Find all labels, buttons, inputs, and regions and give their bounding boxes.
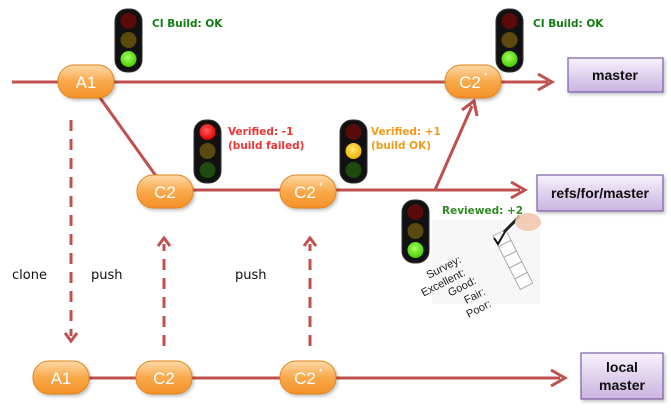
status-verified-c2-line2: (build failed) [228,140,304,152]
commit-label-sup: * [484,71,488,81]
commit-label-sup: * [319,181,323,191]
master-arrowhead [537,72,556,92]
status-ci-a1: CI Build: OK [152,18,223,30]
commit-label: A1 [76,73,97,92]
branch-to-review-line [96,94,158,177]
status-verified-c2-star-line2: (build OK) [371,140,431,152]
ref-label-line1: local [606,359,638,375]
status-ci-c2-star: CI Build: OK [533,18,604,30]
commit-label: A1 [51,369,72,388]
status-reviewed: Reviewed: +2 [442,205,523,217]
traffic-light-icon [401,199,430,264]
ref-label: master [592,67,638,83]
commit-node-local-c2[interactable]: C2 [135,360,193,395]
commit-node-master-a1[interactable]: A1 [57,64,115,99]
push1-label: push [91,268,123,283]
traffic-light-icon [495,8,524,73]
status-verified-c2-line1: Verified: -1 [228,126,293,138]
commit-node-master-c2-star[interactable]: C2 * [444,64,502,99]
review-arrowhead [510,180,529,200]
commit-label: C2 [459,73,481,92]
commit-node-review-c2[interactable]: C2 [136,174,194,209]
commit-node-local-c2-star[interactable]: C2 * [279,360,337,395]
commit-node-local-a1[interactable]: A1 [32,360,90,395]
ref-box-refs-for-master[interactable]: refs/for/master [536,174,664,212]
commit-label-sup: * [319,367,323,377]
clone-arrowhead [63,332,79,344]
commit-label: C2 [294,369,316,388]
clone-label: clone [12,268,47,283]
ref-box-master[interactable]: master [567,57,664,93]
merge-arrowhead [461,98,479,117]
hand-icon [515,213,541,231]
checkbox-grid [492,229,534,290]
status-verified-c2-star-line1: Verified: +1 [371,126,441,138]
ref-label: refs/for/master [551,185,650,201]
ref-label-line2: master [599,377,645,393]
push2-arrowhead [302,235,318,247]
commit-label: C2 [153,369,175,388]
local-arrowhead [550,368,569,388]
commit-label: C2 [294,183,316,202]
checkmark-icon [493,229,507,246]
merge-line [433,105,474,191]
commit-label: C2 [154,183,176,202]
traffic-light-icon [114,8,143,73]
traffic-light-icon [193,119,222,184]
ref-box-local-master[interactable]: local master [580,352,664,400]
commit-node-review-c2-star[interactable]: C2 * [279,174,337,209]
survey-checklist-image: Survey: Excellent: Good: Fair: Poor: [419,213,541,321]
push1-arrowhead [156,235,172,247]
push2-label: push [235,268,267,283]
traffic-light-icon [339,119,368,184]
